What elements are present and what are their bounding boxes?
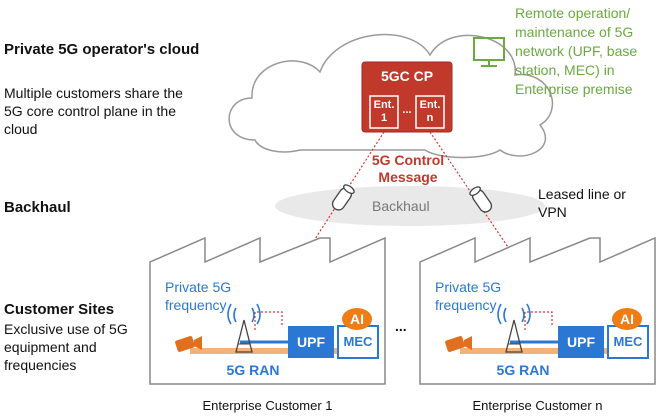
cloud-section-description: Multiple customers share the 5G core con… [4, 85, 183, 137]
mec-box [607, 325, 649, 359]
entity-n-label: Ent. n [419, 99, 441, 124]
upf-box [558, 326, 604, 358]
local-control-link [254, 311, 283, 330]
tunnel-icon-2 [469, 186, 493, 213]
data-path-bar [190, 348, 350, 354]
site-n-equipment [445, 303, 649, 359]
sites-ellipsis: ... [395, 318, 407, 334]
site-1-ai-label: AI [350, 311, 364, 327]
data-path-bar [460, 348, 620, 354]
leased-line-label: Leased line or VPN [538, 186, 626, 220]
site-n-mec-label: MEC [613, 334, 643, 349]
sites-section-description: Exclusive use of 5G equipment and freque… [4, 321, 128, 373]
remote-operation-note: Remote operation/ maintenance of 5G netw… [515, 5, 638, 97]
site-1-frequency-label: Private 5G frequency [165, 279, 232, 313]
mec-box [337, 325, 379, 359]
control-message-label: 5G Control Message [371, 152, 445, 185]
antenna-icon [227, 303, 261, 353]
antenna-icon [497, 303, 531, 353]
site-n-ai-label: AI [620, 311, 634, 327]
camera-icon [175, 336, 202, 352]
ai-badge [342, 308, 372, 330]
entity-n-box [415, 95, 445, 129]
cloud-section-title: Private 5G operator's cloud [4, 41, 200, 58]
core-title: 5GC CP [380, 68, 434, 84]
site-n-upf-label: UPF [567, 334, 595, 350]
site-1-caption: Enterprise Customer 1 [202, 398, 333, 413]
site-1-upf-label: UPF [297, 334, 325, 350]
site-n-caption: Enterprise Customer n [472, 398, 603, 413]
entity-1-box [369, 95, 399, 129]
sites-section-title: Customer Sites [4, 301, 115, 318]
site-n-ran-label: 5G RAN [496, 362, 550, 378]
site-1-ran-label: 5G RAN [226, 362, 280, 378]
upf-box [288, 326, 334, 358]
local-control-link [524, 311, 553, 330]
monitor-icon [473, 37, 505, 67]
entity-ellipsis: ... [402, 104, 412, 116]
backhaul-section-title: Backhaul [4, 199, 71, 216]
camera-icon [445, 336, 472, 352]
backhaul-label: Backhaul [372, 198, 430, 214]
site-1-equipment [175, 303, 379, 359]
entity-1-label: Ent. 1 [373, 99, 395, 124]
tunnel-icon-1 [331, 184, 355, 211]
site-1-mec-label: MEC [343, 334, 373, 349]
site-n-frequency-label: Private 5G frequency [435, 279, 502, 313]
ai-badge [612, 308, 642, 330]
